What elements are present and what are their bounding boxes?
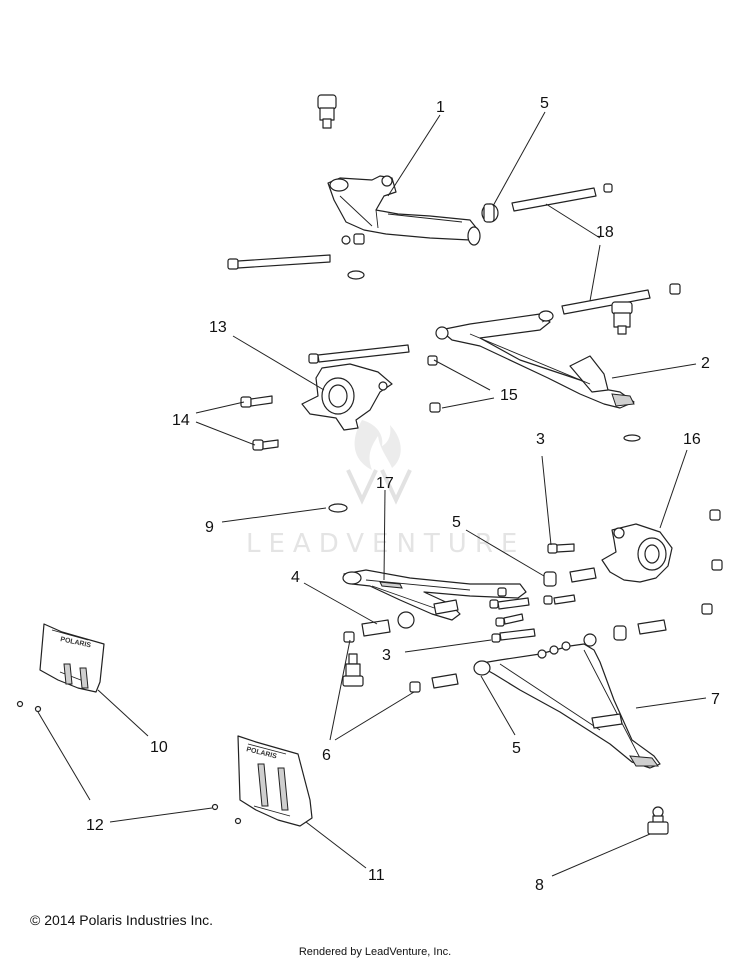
- pivot-tube-lower: [561, 283, 681, 315]
- o-ring-9: [328, 503, 348, 513]
- bushing-middle: [543, 567, 597, 587]
- ball-joint-top: [317, 94, 337, 129]
- bolt-long-middle: [308, 344, 410, 364]
- lower-a-arm-rear: [342, 569, 527, 621]
- callout-6: 6: [322, 747, 331, 764]
- fasteners-12: [16, 700, 242, 825]
- upper-a-arm-front: [435, 310, 635, 409]
- callout-16: 16: [683, 431, 701, 448]
- bushings-lower-right: [613, 619, 667, 641]
- callout-13: 13: [209, 319, 227, 336]
- bolt-14-upper: [240, 395, 273, 408]
- pivot-tube-upper: [511, 183, 613, 212]
- bushing-lower-left: [431, 673, 459, 689]
- bolt-14-lower: [252, 439, 279, 451]
- ball-joint-8: [647, 806, 669, 835]
- callout-11: 11: [368, 867, 385, 884]
- skid-plate-right: POLARIS: [237, 735, 313, 827]
- ball-joint-right: [611, 301, 633, 335]
- leader-lines: [37, 111, 707, 877]
- callout-5-middle: 5: [452, 514, 461, 531]
- callout-17: 17: [376, 475, 394, 492]
- ball-joint-6: [342, 653, 364, 687]
- callout-2: 2: [701, 355, 710, 372]
- o-ring-upper: [347, 270, 365, 280]
- callout-numbers: 1 5 18 13 2 15 14 3 16 17 9 5 4 3 7 6 5 …: [86, 95, 720, 894]
- callout-3-upper: 3: [536, 431, 545, 448]
- callout-5-top: 5: [540, 95, 549, 112]
- washers-lower: [537, 641, 571, 659]
- callout-12: 12: [86, 817, 104, 834]
- steering-knuckle-left: [301, 363, 393, 431]
- callout-15: 15: [500, 387, 518, 404]
- o-ring-right: [623, 434, 641, 442]
- nut-15-b: [429, 402, 441, 413]
- hardware-cluster-middle: [489, 587, 576, 643]
- skid-plate-left: POLARIS: [39, 623, 105, 693]
- washer-nut-upper: [341, 233, 365, 245]
- nuts-right: [701, 509, 723, 615]
- callout-9: 9: [205, 519, 214, 536]
- bushing-top: [481, 203, 499, 223]
- bolt-long-upper: [227, 254, 331, 270]
- nut-6-b: [409, 681, 421, 693]
- callout-18: 18: [596, 224, 614, 241]
- nut-6-a: [343, 631, 355, 643]
- bushing-4: [361, 599, 459, 637]
- nut-15-a: [427, 355, 438, 366]
- callout-3-lower: 3: [382, 647, 391, 664]
- callout-7: 7: [711, 691, 720, 708]
- callout-5-lower: 5: [512, 740, 521, 757]
- upper-a-arm-rear: [327, 175, 481, 246]
- callout-4: 4: [291, 569, 300, 586]
- rendered-by-text: Rendered by LeadVenture, Inc.: [298, 946, 452, 958]
- copyright-text: © 2014 Polaris Industries Inc.: [30, 912, 214, 928]
- callout-1: 1: [436, 99, 445, 116]
- callout-8: 8: [535, 877, 544, 894]
- callout-14: 14: [172, 412, 190, 429]
- watermark-text: LEADVENTURE: [246, 529, 525, 559]
- lower-a-arm-front: [473, 633, 661, 769]
- bolt-3-upper: [547, 543, 575, 554]
- steering-knuckle-right: [601, 523, 673, 583]
- callout-10: 10: [150, 739, 168, 756]
